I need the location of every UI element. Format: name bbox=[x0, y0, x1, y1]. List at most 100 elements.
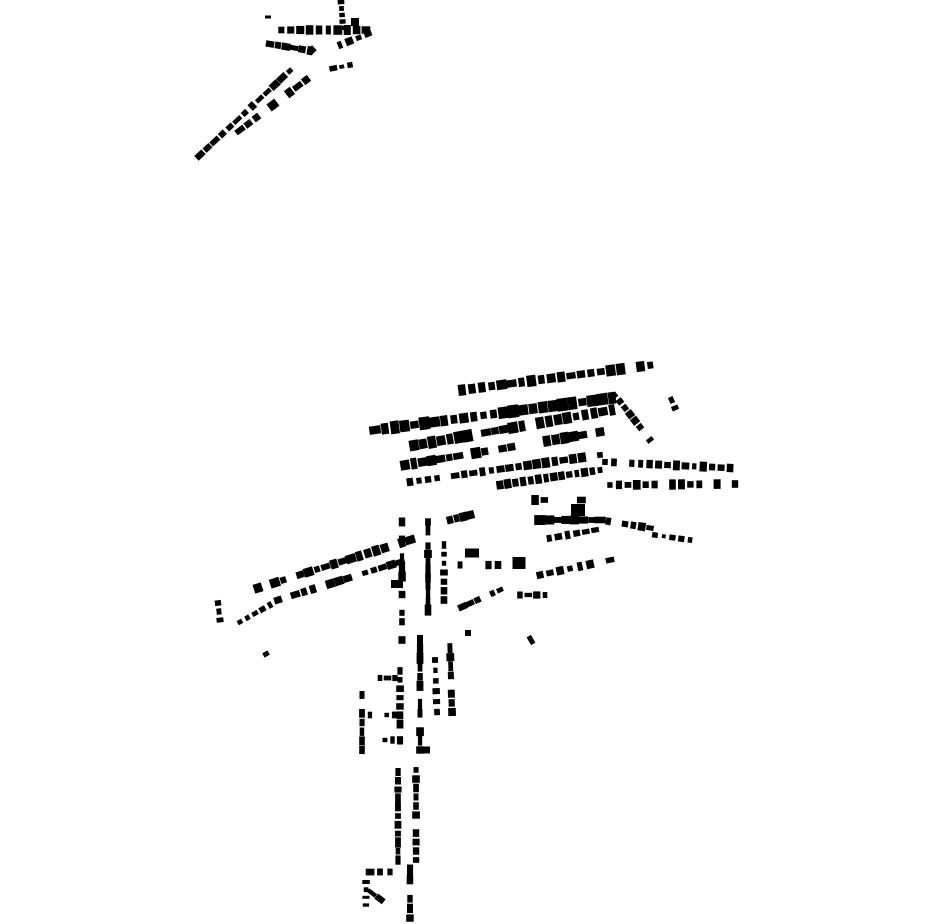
building bbox=[359, 708, 365, 718]
building bbox=[262, 87, 272, 97]
building bbox=[457, 601, 468, 612]
building bbox=[266, 98, 280, 112]
building bbox=[425, 582, 431, 590]
building bbox=[366, 888, 378, 898]
building bbox=[549, 472, 559, 482]
building bbox=[531, 458, 542, 470]
building bbox=[339, 25, 347, 31]
building bbox=[382, 737, 388, 743]
building bbox=[567, 396, 578, 411]
building bbox=[409, 420, 420, 429]
building bbox=[424, 475, 432, 484]
building bbox=[696, 480, 703, 489]
building bbox=[359, 727, 365, 736]
building bbox=[398, 563, 406, 572]
building bbox=[342, 573, 353, 583]
building bbox=[542, 592, 548, 598]
building bbox=[597, 406, 609, 417]
building bbox=[266, 601, 274, 609]
building bbox=[556, 371, 566, 383]
building bbox=[525, 374, 537, 388]
building bbox=[597, 466, 603, 474]
building bbox=[296, 25, 305, 35]
building bbox=[251, 112, 262, 123]
building bbox=[446, 652, 455, 662]
building bbox=[359, 736, 365, 746]
building bbox=[416, 680, 424, 691]
building bbox=[368, 425, 382, 435]
building bbox=[547, 399, 559, 413]
building bbox=[417, 456, 429, 468]
building bbox=[465, 630, 471, 636]
building bbox=[713, 479, 721, 489]
building bbox=[555, 565, 565, 576]
building bbox=[412, 847, 420, 855]
building bbox=[278, 26, 285, 34]
building bbox=[407, 903, 413, 914]
building bbox=[629, 415, 641, 426]
building bbox=[395, 830, 401, 837]
building bbox=[225, 122, 235, 132]
building bbox=[398, 590, 406, 599]
building bbox=[504, 463, 515, 472]
building bbox=[300, 74, 312, 86]
building bbox=[687, 481, 694, 488]
building bbox=[428, 416, 441, 428]
building bbox=[395, 837, 401, 848]
building bbox=[638, 459, 644, 468]
building bbox=[542, 473, 550, 483]
building bbox=[399, 618, 405, 626]
building bbox=[559, 456, 569, 464]
building bbox=[672, 460, 681, 471]
building bbox=[406, 477, 414, 487]
building bbox=[407, 864, 414, 876]
building bbox=[551, 456, 559, 467]
building bbox=[632, 479, 641, 490]
building bbox=[361, 26, 371, 34]
building bbox=[506, 404, 520, 419]
building bbox=[440, 596, 448, 604]
building bbox=[577, 430, 588, 440]
building bbox=[496, 586, 504, 594]
building bbox=[394, 786, 402, 793]
building bbox=[440, 586, 448, 595]
building bbox=[418, 416, 431, 431]
building bbox=[624, 409, 636, 420]
building bbox=[447, 643, 453, 653]
building bbox=[561, 515, 571, 524]
building bbox=[209, 135, 221, 147]
building bbox=[503, 478, 512, 489]
building bbox=[346, 61, 354, 69]
building bbox=[518, 420, 526, 432]
building bbox=[279, 576, 288, 585]
building bbox=[453, 513, 461, 523]
building bbox=[559, 431, 570, 445]
building bbox=[457, 384, 467, 397]
building bbox=[425, 598, 431, 606]
building bbox=[594, 427, 605, 437]
building bbox=[572, 529, 581, 537]
building bbox=[464, 509, 476, 520]
building bbox=[214, 599, 222, 607]
building bbox=[265, 40, 275, 48]
building bbox=[517, 377, 526, 388]
building bbox=[458, 412, 470, 424]
building bbox=[515, 462, 523, 471]
building bbox=[717, 464, 725, 472]
building bbox=[542, 435, 552, 447]
building bbox=[568, 453, 578, 465]
building bbox=[417, 698, 423, 710]
building bbox=[395, 776, 401, 785]
building bbox=[370, 544, 382, 557]
building bbox=[485, 560, 492, 570]
building bbox=[465, 599, 475, 608]
building bbox=[281, 42, 291, 51]
building bbox=[567, 430, 580, 443]
building bbox=[292, 80, 304, 92]
building bbox=[526, 634, 536, 646]
building bbox=[339, 12, 345, 18]
building bbox=[374, 893, 386, 905]
building bbox=[473, 595, 482, 605]
